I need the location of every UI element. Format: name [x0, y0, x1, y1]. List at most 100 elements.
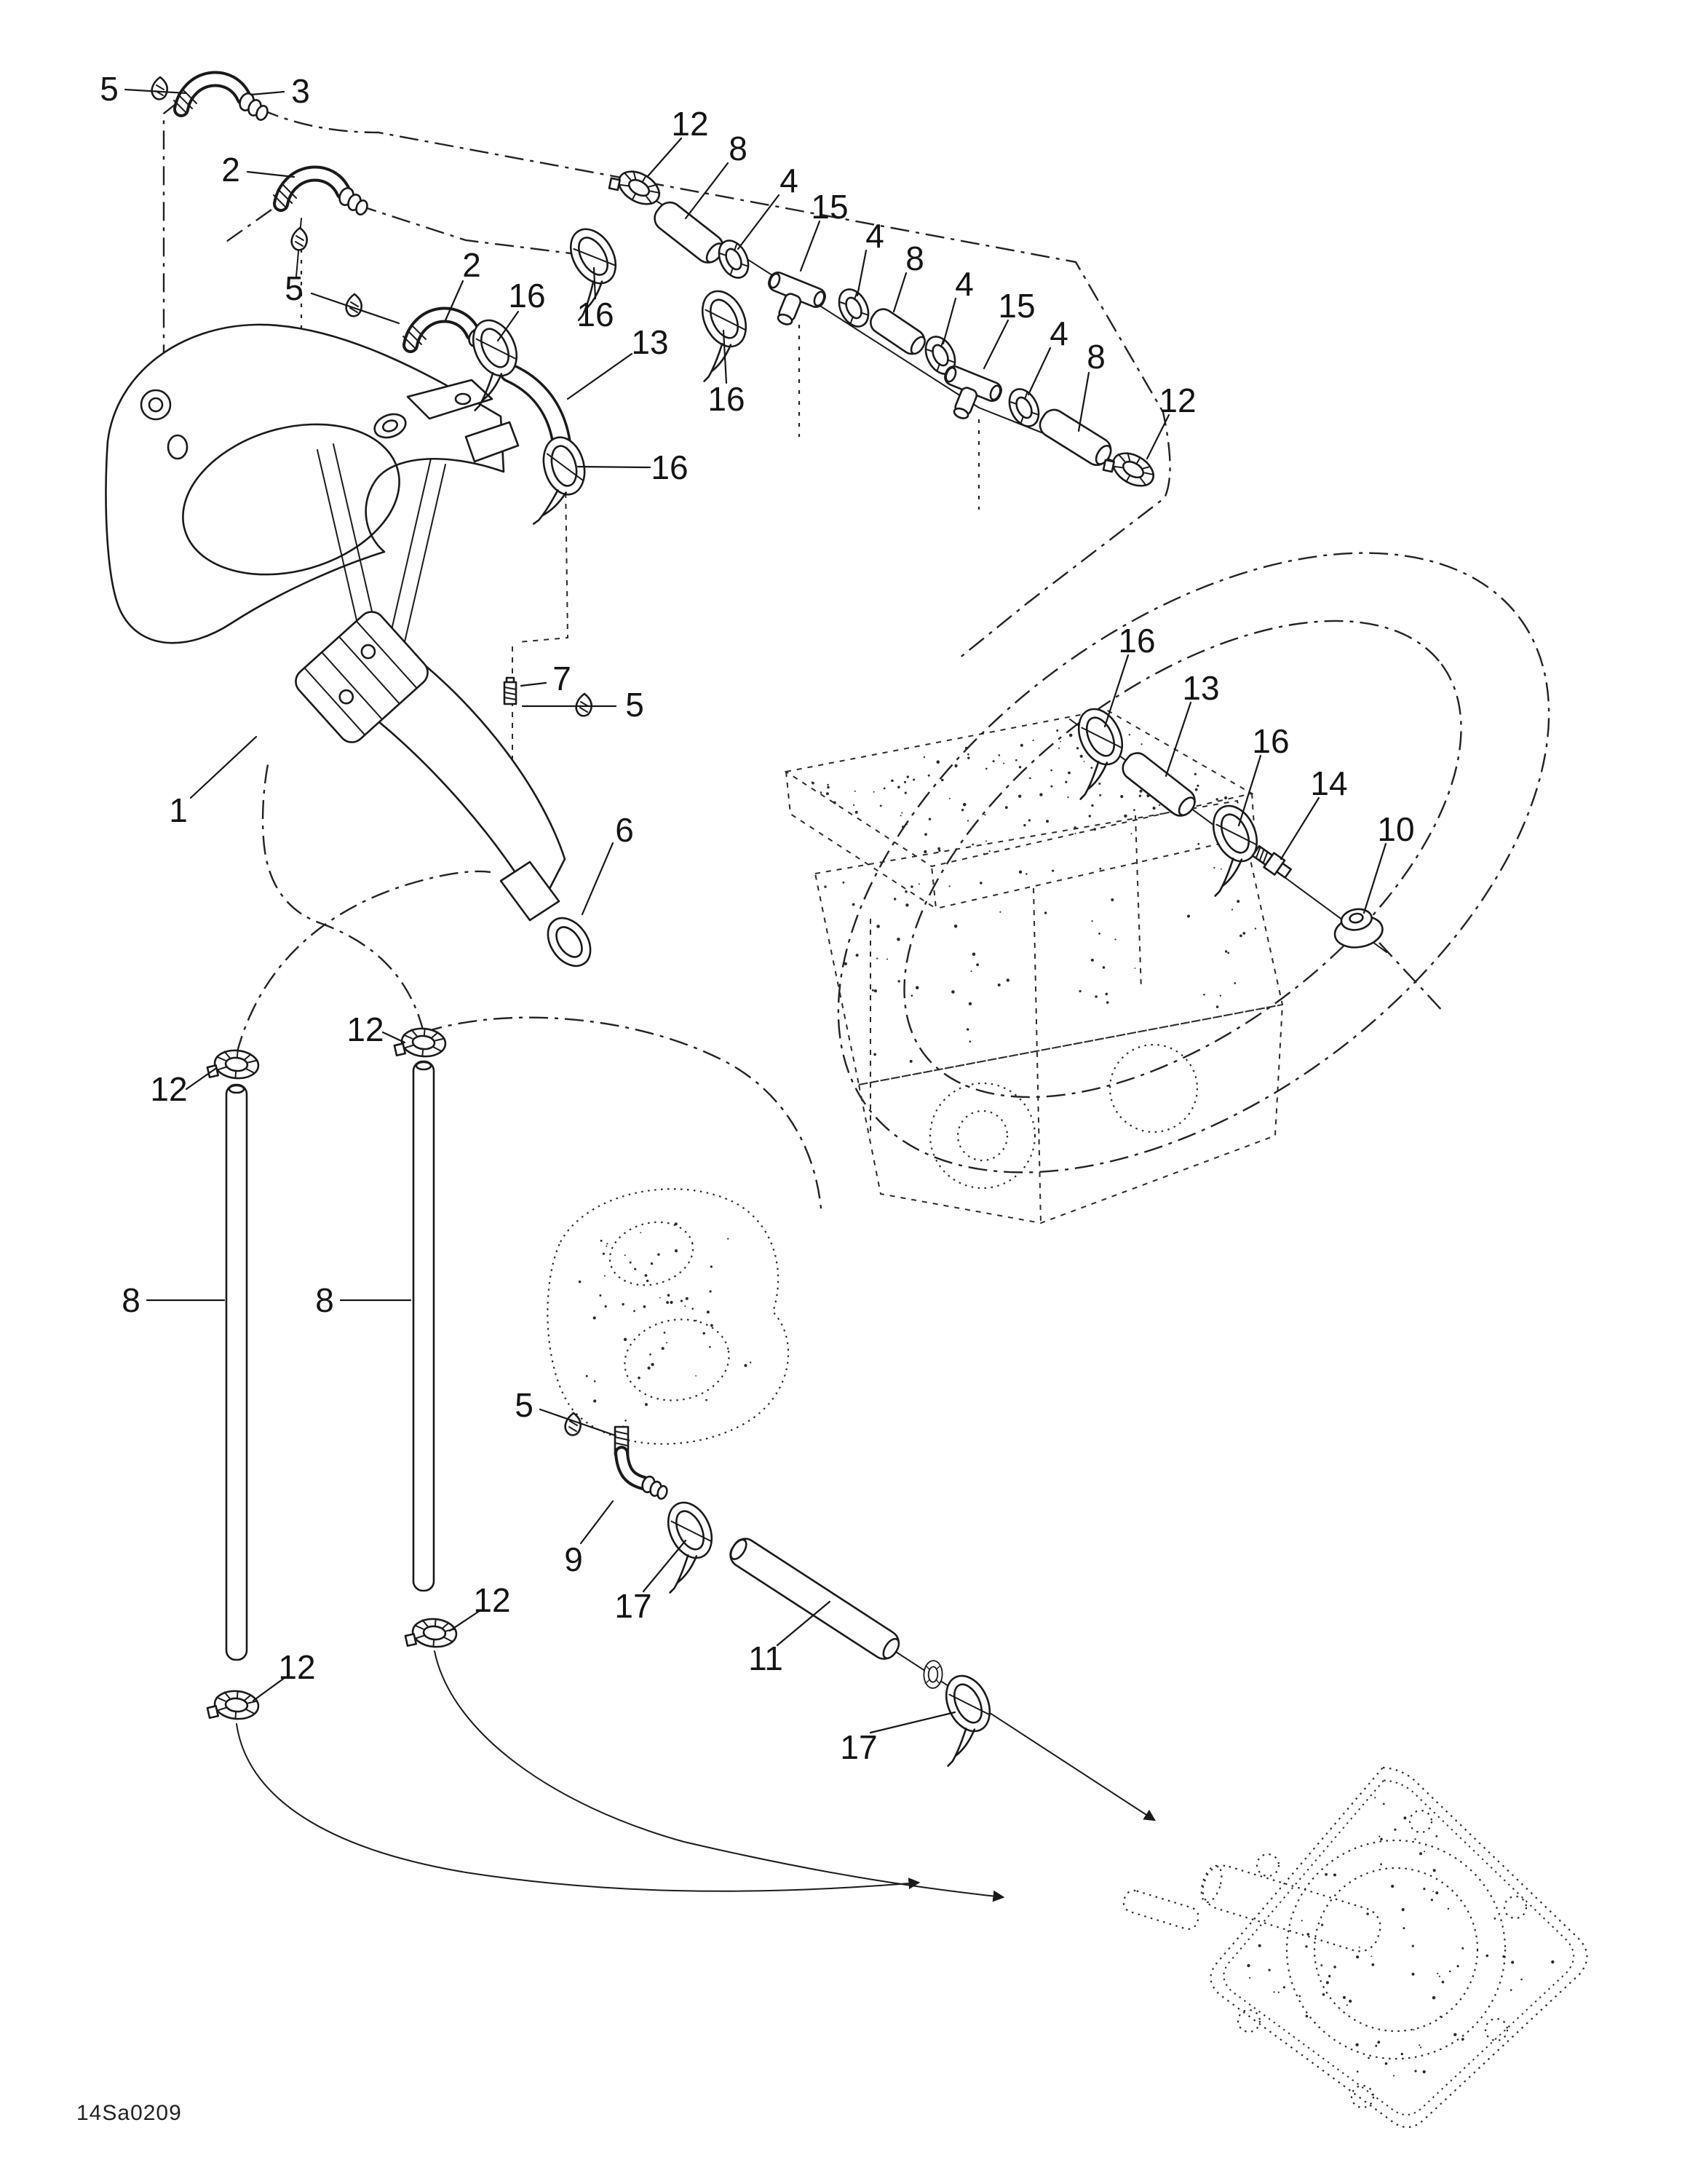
water-box-stipple-texture: [578, 1222, 752, 1406]
part-callout: 6: [615, 811, 634, 849]
part-callout: 12: [278, 1648, 315, 1686]
callout-leader-line: [892, 272, 908, 313]
clamp-12d: [392, 1025, 448, 1061]
part-callout: 12: [346, 1010, 384, 1048]
part-callout: 8: [905, 240, 924, 277]
callout-leader-line: [310, 292, 400, 325]
pump-flange-sketch: [1122, 1766, 1588, 2129]
cone-coupling-sleeve: [295, 611, 429, 743]
part-callout: 14: [1310, 764, 1347, 802]
callout-leader-line: [246, 170, 295, 178]
part-callout: 16: [651, 448, 688, 486]
tee-fitting-15a: [755, 269, 829, 336]
hose-13-right: [1122, 752, 1196, 817]
part-callout: 16: [1118, 622, 1155, 660]
part-callout: 8: [1087, 338, 1106, 376]
clamp-12a: [605, 160, 666, 213]
engine-stipple-texture: [811, 719, 1257, 1063]
callout-leader-line: [642, 1539, 687, 1593]
cone-valve-5a: [151, 76, 169, 100]
cone-valve-5e: [564, 1412, 582, 1436]
part-callout: 12: [473, 1581, 510, 1619]
callout-leader-line: [1103, 654, 1130, 728]
part-callout: 7: [552, 660, 571, 697]
part-callout: 16: [576, 296, 614, 333]
clamp-12f: [403, 1615, 459, 1651]
part-callout: 17: [614, 1587, 651, 1625]
callout-leader-line: [381, 1031, 406, 1044]
cone-valve-5b: [290, 226, 309, 251]
ring-4b: [832, 283, 876, 333]
part-callout: 12: [150, 1070, 187, 1108]
ring-4d: [1002, 383, 1046, 432]
part-callout: 12: [1159, 381, 1196, 419]
part-callout: 15: [811, 188, 848, 226]
callout-leader-line: [250, 90, 285, 96]
hose-8-upper-3: [1039, 408, 1112, 467]
tuned-pipe-sketch: [105, 323, 520, 681]
drawing-code: 14Sa0209: [76, 2101, 182, 2125]
callout-leader-line: [1077, 371, 1090, 432]
callout-leader-line: [646, 137, 683, 178]
callout-leader-line: [799, 220, 821, 272]
part-callout: 11: [748, 1639, 783, 1677]
fitting-7: [503, 676, 517, 705]
part-callout: 10: [1377, 810, 1414, 848]
callout-leader-line: [1237, 754, 1262, 827]
callout-leader-line: [252, 1676, 287, 1702]
clamp-16e: [1047, 701, 1140, 800]
part-callout: 5: [100, 70, 119, 108]
part-callout: 16: [508, 277, 545, 314]
part-callout: 13: [631, 323, 668, 361]
callout-leader-line: [520, 681, 547, 687]
part-callout: 3: [291, 72, 310, 110]
elbow-fitting-3: [174, 79, 269, 121]
water-supply-hose-routes: [236, 1650, 1005, 1902]
callout-leader-line: [983, 319, 1009, 370]
grommet-10: [1330, 904, 1387, 952]
callout-leader-line: [185, 1067, 217, 1091]
callout-leader-line: [448, 1609, 482, 1632]
callout-leader-line: [581, 842, 614, 916]
part-callout: 16: [707, 380, 745, 418]
part-callout: 8: [729, 130, 747, 167]
part-callout: 1: [169, 791, 188, 829]
part-callout: 5: [625, 686, 644, 724]
clamp-16d: [512, 432, 597, 525]
callout-leader-line: [776, 1600, 831, 1647]
callout-leader-line: [566, 352, 633, 400]
hose-11: [729, 1538, 900, 1660]
engine-block-sketch: [784, 708, 1284, 1224]
callout-leader-line: [579, 1500, 614, 1545]
callout-leader-line: [856, 249, 868, 297]
muffler-cone-sketch: [295, 611, 592, 968]
part-callout: 4: [865, 217, 884, 255]
callout-leader-line: [737, 194, 780, 250]
callout-leader-line: [1165, 701, 1192, 778]
clamp-12e: [205, 1688, 261, 1723]
part-callout: 12: [671, 105, 708, 143]
callout-leader-line: [592, 266, 597, 300]
elbow-fitting-9: [615, 1427, 668, 1500]
part-callout: 9: [564, 1540, 583, 1578]
callout-leader-line: [444, 280, 464, 322]
water-tube-right: [412, 1060, 435, 1592]
part-callout: 15: [998, 287, 1035, 325]
small-parts: [151, 76, 1387, 1767]
part-callout: 8: [122, 1281, 140, 1319]
part-callout: 5: [515, 1386, 533, 1424]
callout-leader-line: [189, 735, 258, 799]
callout-leader-line: [684, 162, 729, 220]
water-box-sketch: [547, 1188, 790, 1447]
part-callout: 17: [840, 1728, 877, 1766]
callout-leader-line: [496, 310, 520, 342]
hose-8-upper-1: [654, 201, 724, 264]
elbow-fitting-2a: [274, 173, 369, 215]
part-callout: 13: [1182, 669, 1219, 707]
part-callout: 4: [1050, 314, 1068, 352]
callout-leader-line: [942, 297, 957, 345]
callout-leader-line: [1146, 414, 1170, 460]
clamp-16c: [670, 283, 763, 382]
